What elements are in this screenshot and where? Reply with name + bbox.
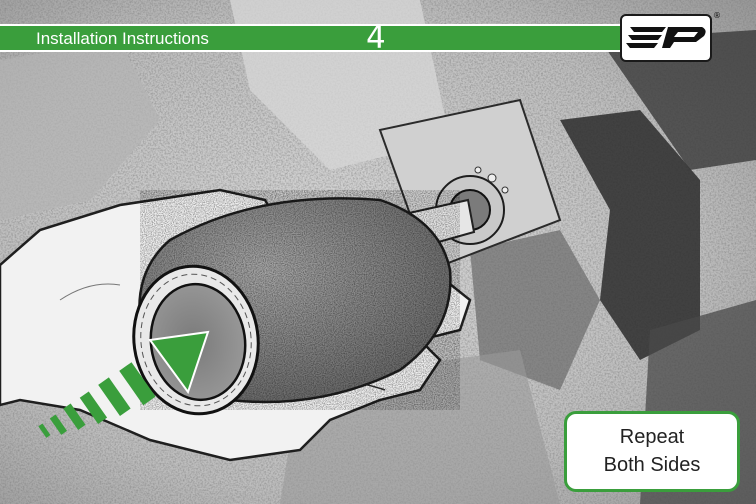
header-title: Installation Instructions (36, 29, 209, 49)
step-number: 4 (366, 23, 386, 53)
note-line-1: Repeat (567, 423, 737, 451)
ep-logo-icon (622, 16, 710, 60)
brand-logo (620, 14, 712, 62)
note-line-2: Both Sides (567, 451, 737, 479)
repeat-note: Repeat Both Sides (564, 411, 740, 492)
header-bar: Installation Instructions 4 (0, 24, 640, 52)
registered-mark: ® (713, 11, 721, 20)
